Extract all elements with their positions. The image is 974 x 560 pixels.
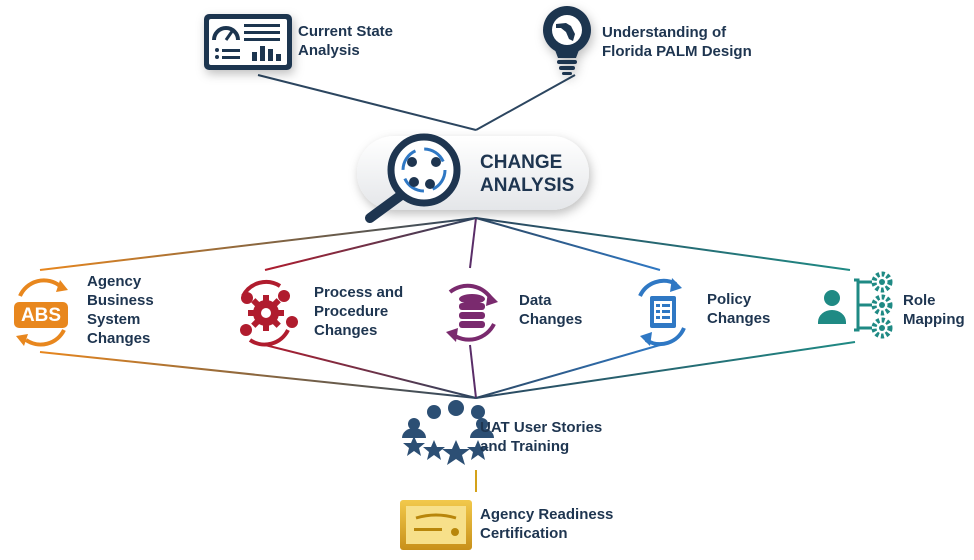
connectors bbox=[39, 74, 856, 492]
change-analysis-line1: CHANGE bbox=[480, 152, 563, 173]
understanding-line1: Understanding of bbox=[602, 24, 727, 41]
change-analysis-line2: ANALYSIS bbox=[480, 175, 575, 196]
connector-center-data bbox=[469, 217, 477, 269]
certificate-icon bbox=[400, 500, 472, 550]
change-analysis-title: CHANGE ANALYSIS bbox=[480, 151, 574, 197]
understanding-label: Understanding of Florida PALM Design bbox=[602, 23, 752, 61]
connector-center-process bbox=[264, 217, 477, 271]
current-state-line2: Analysis bbox=[298, 42, 360, 59]
agency-business-line3: System bbox=[87, 311, 141, 328]
database-cycle-icon bbox=[446, 283, 498, 342]
connector-center-role bbox=[475, 217, 851, 271]
role-mapping-label: Role Mapping bbox=[903, 291, 965, 329]
agency-business-line1: Agency bbox=[87, 273, 142, 290]
lightbulb-florida-icon bbox=[543, 6, 591, 75]
change-analysis-hub bbox=[357, 133, 589, 223]
connector-policy-uat bbox=[475, 344, 661, 399]
document-cycle-icon bbox=[638, 278, 686, 347]
data-changes-line2: Changes bbox=[519, 311, 583, 328]
readiness-line2: Certification bbox=[480, 525, 568, 542]
data-changes-label: Data Changes bbox=[519, 291, 582, 329]
current-state-line1: Current State bbox=[298, 23, 394, 40]
data-changes-line1: Data bbox=[519, 292, 552, 309]
magnifier-cycle-icon bbox=[365, 133, 461, 223]
agency-business-line2: Business bbox=[87, 292, 154, 309]
connector-data-uat bbox=[469, 344, 477, 399]
process-procedure-label: Process and Procedure Changes bbox=[314, 283, 403, 340]
agency-business-line4: Changes bbox=[87, 330, 151, 347]
policy-changes-line2: Changes bbox=[707, 310, 771, 327]
understanding-line2: Florida PALM Design bbox=[602, 43, 752, 60]
connector-process-uat bbox=[264, 344, 477, 399]
agency-business-label: Agency Business System Changes bbox=[87, 272, 154, 348]
abs-cycle-icon: ABS bbox=[14, 278, 68, 347]
gear-cycle-icon bbox=[240, 279, 298, 347]
connector-understanding bbox=[475, 74, 576, 131]
process-procedure-line3: Changes bbox=[314, 322, 378, 339]
connector-agency-uat bbox=[39, 351, 477, 399]
readiness-label: Agency Readiness Certification bbox=[480, 505, 613, 543]
readiness-line1: Agency Readiness bbox=[480, 506, 614, 523]
person-gears-icon bbox=[818, 271, 893, 339]
connector-center-policy bbox=[475, 217, 661, 271]
process-procedure-line2: Procedure bbox=[314, 303, 389, 320]
connector-center-agency bbox=[39, 217, 477, 271]
policy-changes-line1: Policy bbox=[707, 291, 752, 308]
role-mapping-line2: Mapping bbox=[903, 311, 965, 328]
process-procedure-line1: Process and bbox=[314, 284, 404, 301]
role-mapping-line1: Role bbox=[903, 292, 936, 309]
current-state-label: Current State Analysis bbox=[298, 22, 393, 60]
policy-changes-label: Policy Changes bbox=[707, 290, 770, 328]
dashboard-icon bbox=[204, 14, 292, 70]
connector-role-uat bbox=[475, 341, 856, 399]
team-stars-icon bbox=[402, 400, 494, 465]
connector-current-state bbox=[257, 74, 477, 131]
uat-label: UAT User Stories and Training bbox=[480, 418, 602, 456]
uat-line1: UAT User Stories bbox=[480, 419, 603, 436]
uat-line2: and Training bbox=[480, 438, 570, 455]
abs-logo-text: ABS bbox=[21, 305, 61, 326]
